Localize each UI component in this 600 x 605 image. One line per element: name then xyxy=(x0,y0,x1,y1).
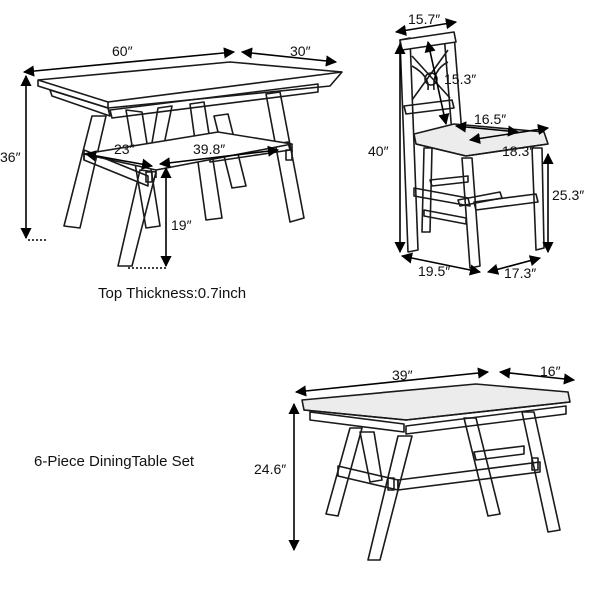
chair-back-height-label: 15.3″ xyxy=(444,71,477,87)
chair-dimension-lines xyxy=(394,18,554,276)
top-thickness-caption: Top Thickness:0.7inch xyxy=(98,285,247,302)
bench-dimension-lines xyxy=(288,367,576,552)
chair-total-height-label: 40″ xyxy=(368,143,389,159)
chair-base-width-label: 19.5″ xyxy=(418,263,451,279)
table-width-label: 30″ xyxy=(290,43,311,59)
bench-depth-label: 16″ xyxy=(540,363,561,379)
set-name-caption: 6-Piece DiningTable Set xyxy=(34,453,195,470)
bench-length-label: 39″ xyxy=(392,367,413,383)
chair-seat-height-label: 25.3″ xyxy=(552,187,585,203)
table-height-label: 36″ xyxy=(0,149,21,165)
table-length-label: 60″ xyxy=(112,43,133,59)
table-leg-span-label: 23″ xyxy=(114,141,135,157)
table-dimension-lines xyxy=(20,47,338,269)
bench-height-label: 24.6″ xyxy=(254,461,287,477)
chair-seat-width-label: 16.5″ xyxy=(474,111,507,127)
bench-drawing xyxy=(301,383,571,561)
dining-table-drawing xyxy=(37,61,343,267)
chair-base-depth-label: 17.3″ xyxy=(504,265,537,281)
chair-back-width-label: 15.7″ xyxy=(408,11,441,27)
table-shelf-height-label: 19″ xyxy=(171,217,192,233)
table-shelf-length-label: 39.8″ xyxy=(193,141,226,157)
chair-seat-depth-label: 18.3″ xyxy=(502,143,535,159)
